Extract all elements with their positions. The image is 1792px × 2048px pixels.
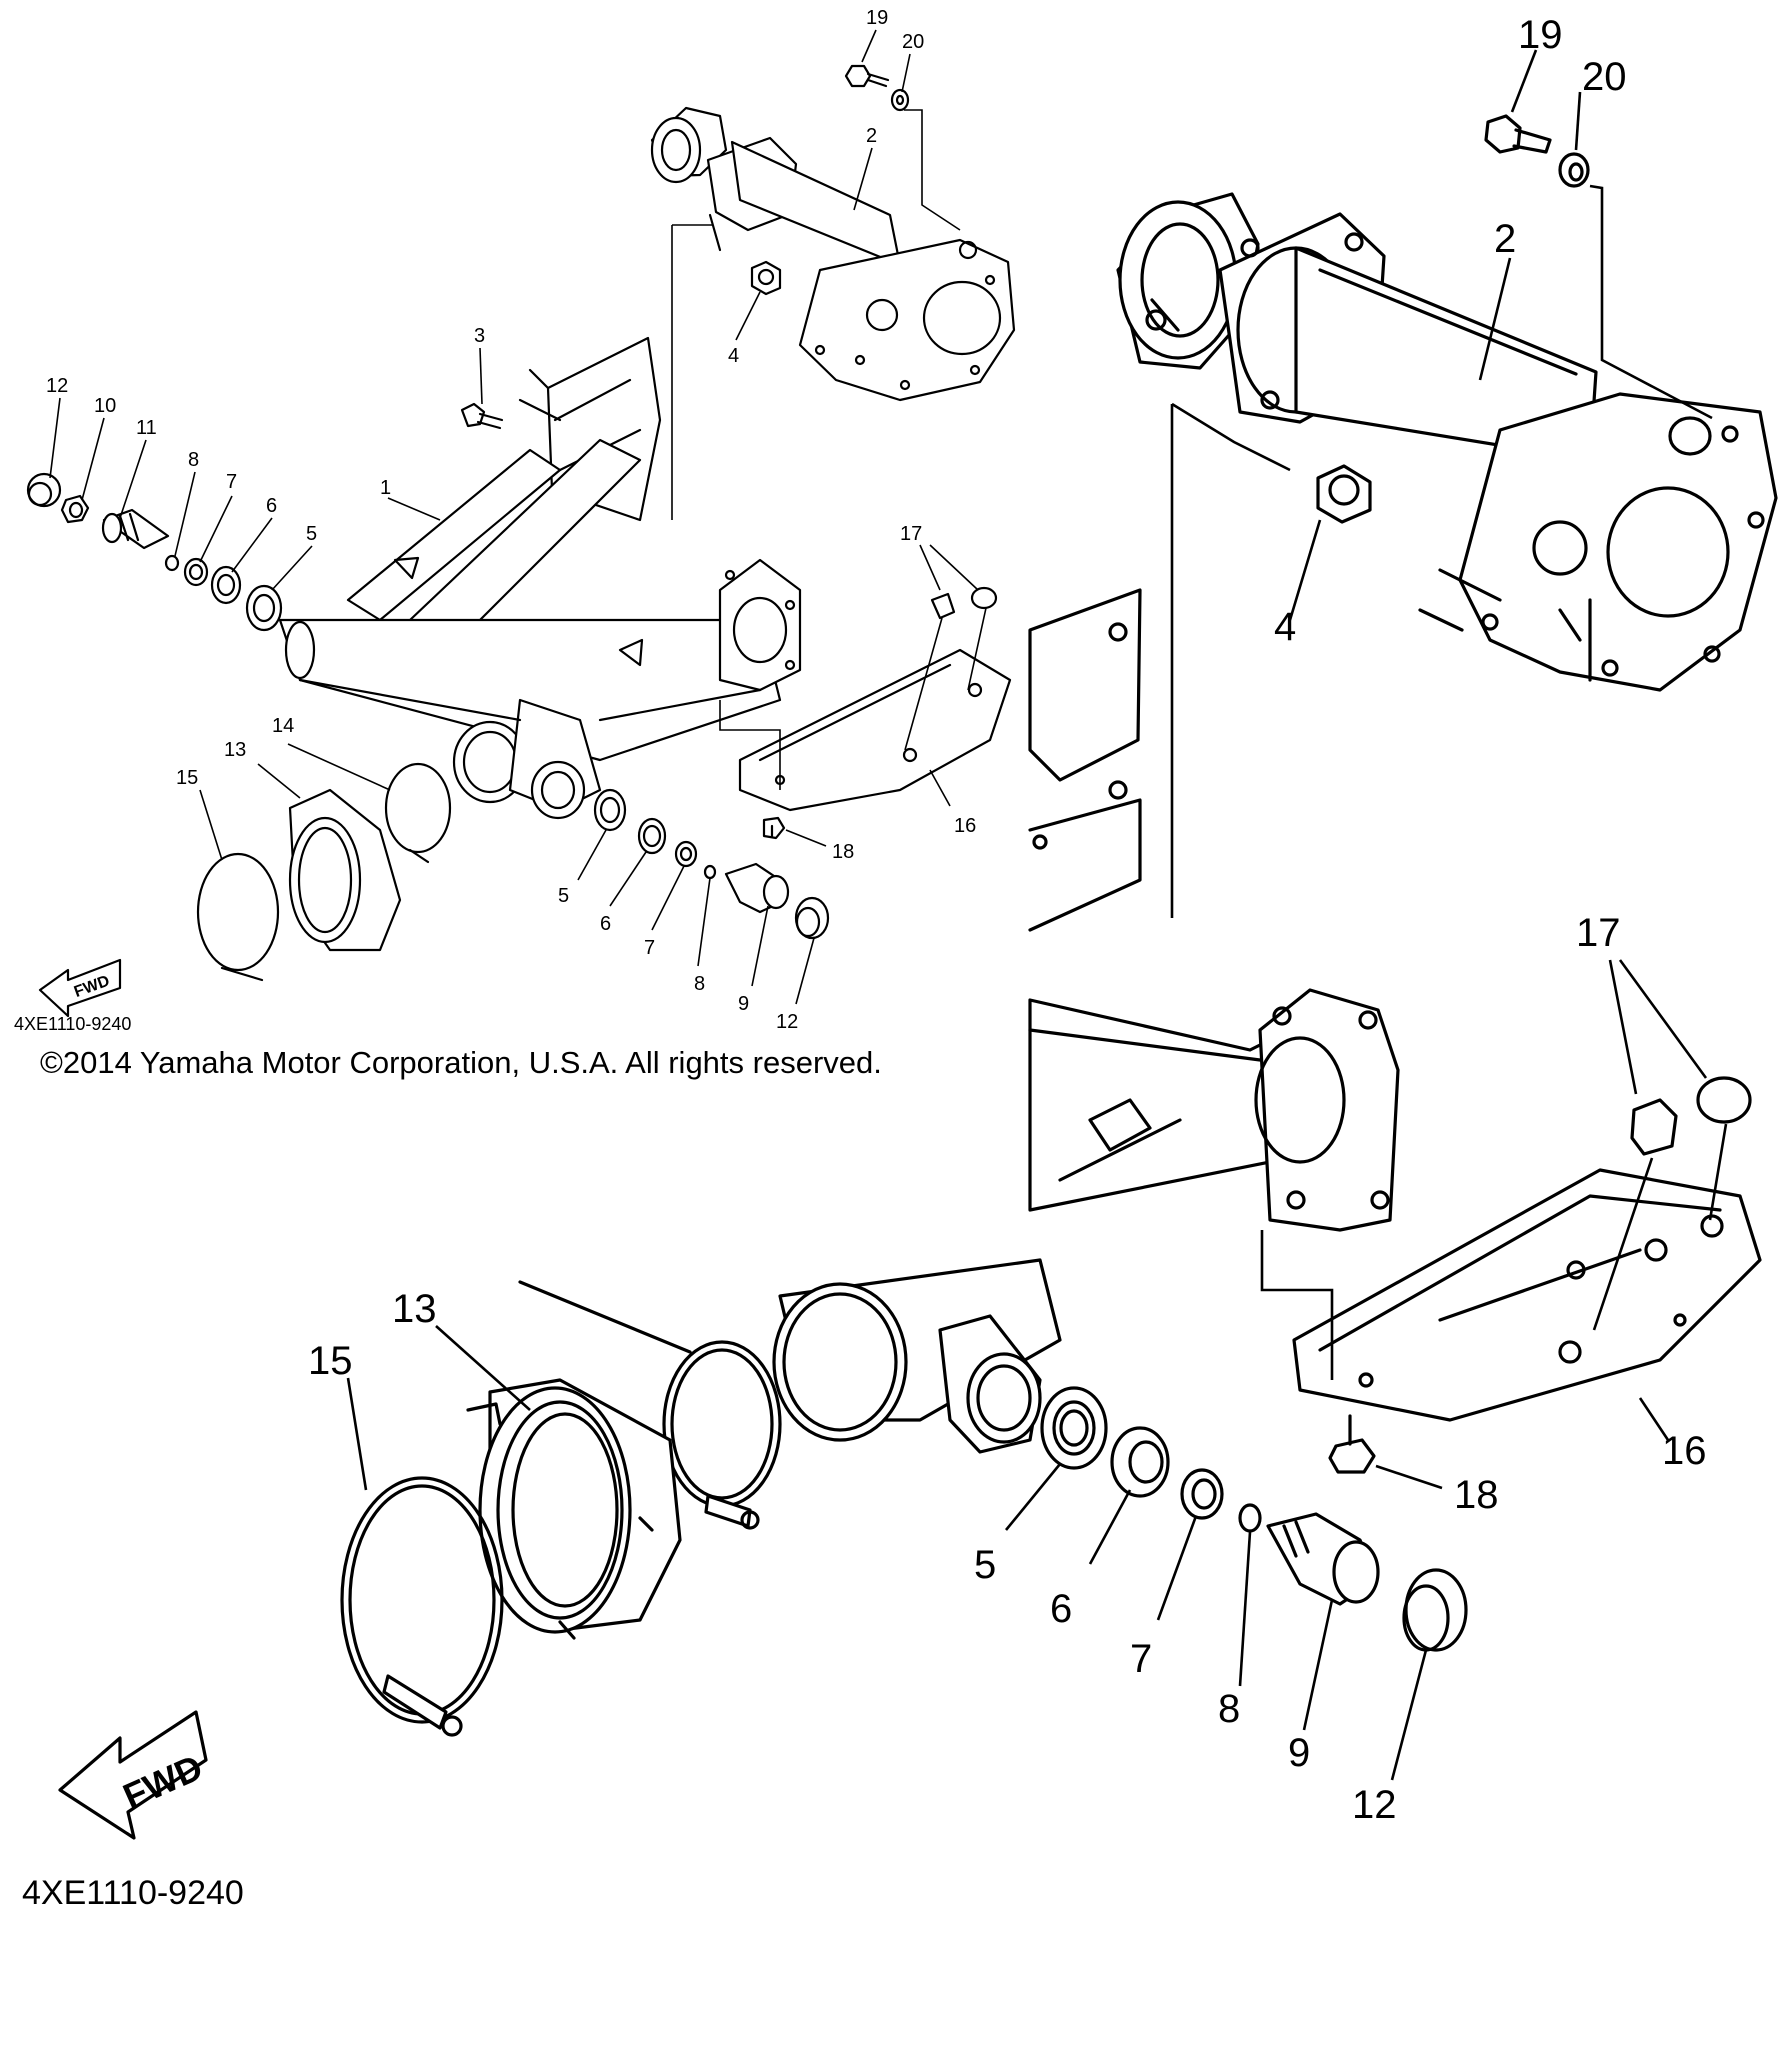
part-5-bearing-small-right [593,788,627,832]
label-small-2: 2 [866,125,877,147]
label-zoom-5: 5 [974,1543,996,1587]
label-small-8a: 8 [188,449,199,471]
part-12-cap-small-left [26,472,62,508]
part-2-housing-small [650,106,1016,402]
label-small-14: 14 [272,715,294,737]
part-5-bearing-small-left [245,584,283,632]
part-8-oring-small-right [703,864,717,880]
part-17-plugs-small [930,586,998,620]
part-8-oring-small-left [164,554,180,572]
part-11-shaft-small [101,508,170,550]
part-4-nut-small [750,260,782,296]
label-small-12a: 12 [46,375,68,397]
label-small-12b: 12 [776,1011,798,1033]
label-zoom-20: 20 [1582,55,1627,99]
zoom-boot-view: 13 15 5 6 7 8 9 12 FWD 4XE1110-9240 [22,1258,1468,1912]
label-zoom-19: 19 [1518,13,1563,57]
part-1-swingarm-small [278,336,802,820]
part-4-nut-zoom [1316,464,1372,524]
label-zoom-7: 7 [1130,1637,1152,1681]
part-12-cap-zoom [1402,1568,1468,1652]
label-zoom-13: 13 [392,1287,437,1331]
label-small-15: 15 [176,767,198,789]
label-small-13: 13 [224,739,246,761]
part-3-bolt-small [460,402,504,430]
part-12-cap-small-right [794,896,830,940]
part-15-band-zoom [340,1476,504,1737]
label-small-7b: 7 [644,937,655,959]
part-7-collar-small-left [183,557,209,587]
part-13-boot-zoom [466,1378,682,1640]
label-small-6b: 6 [600,913,611,935]
label-zoom-6: 6 [1050,1587,1072,1631]
part-6-seal-small-left [210,565,242,605]
part-7-collar-small-right [674,840,698,868]
part-20-washer-zoom [1558,152,1590,188]
label-small-8b: 8 [694,973,705,995]
part-15-band-small [196,852,280,982]
part-20-washer-small [890,88,910,112]
part-10-nut-small [60,494,90,524]
part-16-guard-zoom [1292,1168,1762,1422]
label-small-20: 20 [902,31,924,53]
part-5-bearing-zoom [1040,1386,1108,1470]
part-14-band-small [384,762,452,864]
overview-diagram: FWD 12 10 11 8 7 6 5 1 3 19 [14,7,1016,1034]
part-13-boot-small [288,788,402,952]
diagram-code-small: 4XE1110-9240 [14,1014,131,1034]
label-small-7a: 7 [226,471,237,493]
part-2-housing-zoom [1116,192,1778,692]
part-7-collar-zoom [1180,1468,1224,1520]
part-6-seal-zoom [1110,1426,1170,1498]
label-small-4: 4 [728,345,739,367]
fwd-arrow-small: FWD [38,958,122,1018]
label-small-1: 1 [380,477,391,499]
label-small-17: 17 [900,523,922,545]
label-zoom-12: 12 [1352,1783,1397,1827]
label-zoom-15: 15 [308,1339,353,1383]
label-small-6a: 6 [266,495,277,517]
label-small-16: 16 [954,815,976,837]
fwd-arrow-large: FWD [58,1710,208,1840]
label-small-5a: 5 [306,523,317,545]
zoom-housing-view: 19 20 2 4 [1116,13,1778,918]
label-zoom-2: 2 [1494,217,1516,261]
part-8-oring-zoom [1238,1503,1262,1533]
copyright-text: ©2014 Yamaha Motor Corporation, U.S.A. A… [40,1045,882,1080]
part-18-bolt-small [762,816,786,840]
diagram-code-large: 4XE1110-9240 [22,1874,244,1912]
label-zoom-8: 8 [1218,1687,1240,1731]
label-small-19: 19 [866,7,888,29]
part-9-shaft-small [724,862,790,914]
label-zoom-16: 16 [1662,1429,1707,1473]
label-zoom-17: 17 [1576,911,1621,955]
part-16-guard-small [738,648,1012,812]
part-14-band-zoom [662,1340,782,1530]
label-small-5b: 5 [558,885,569,907]
part-19-bolt-zoom [1484,114,1552,154]
zoom-arm-view: 17 16 18 [1028,588,1762,1517]
part-9-shaft-zoom [1266,1512,1380,1606]
label-small-11: 11 [136,417,157,439]
part-6-seal-small-right [637,817,667,855]
part-17-plugs-zoom [1630,1076,1752,1156]
label-small-3: 3 [474,325,485,347]
label-zoom-9: 9 [1288,1731,1310,1775]
label-small-9: 9 [738,993,749,1015]
label-zoom-18: 18 [1454,1473,1499,1517]
label-small-10: 10 [94,395,116,417]
part-18-bolt-zoom [1328,1414,1376,1474]
label-zoom-4: 4 [1274,605,1296,649]
label-small-18: 18 [832,841,854,863]
part-19-bolt-small [844,64,890,88]
